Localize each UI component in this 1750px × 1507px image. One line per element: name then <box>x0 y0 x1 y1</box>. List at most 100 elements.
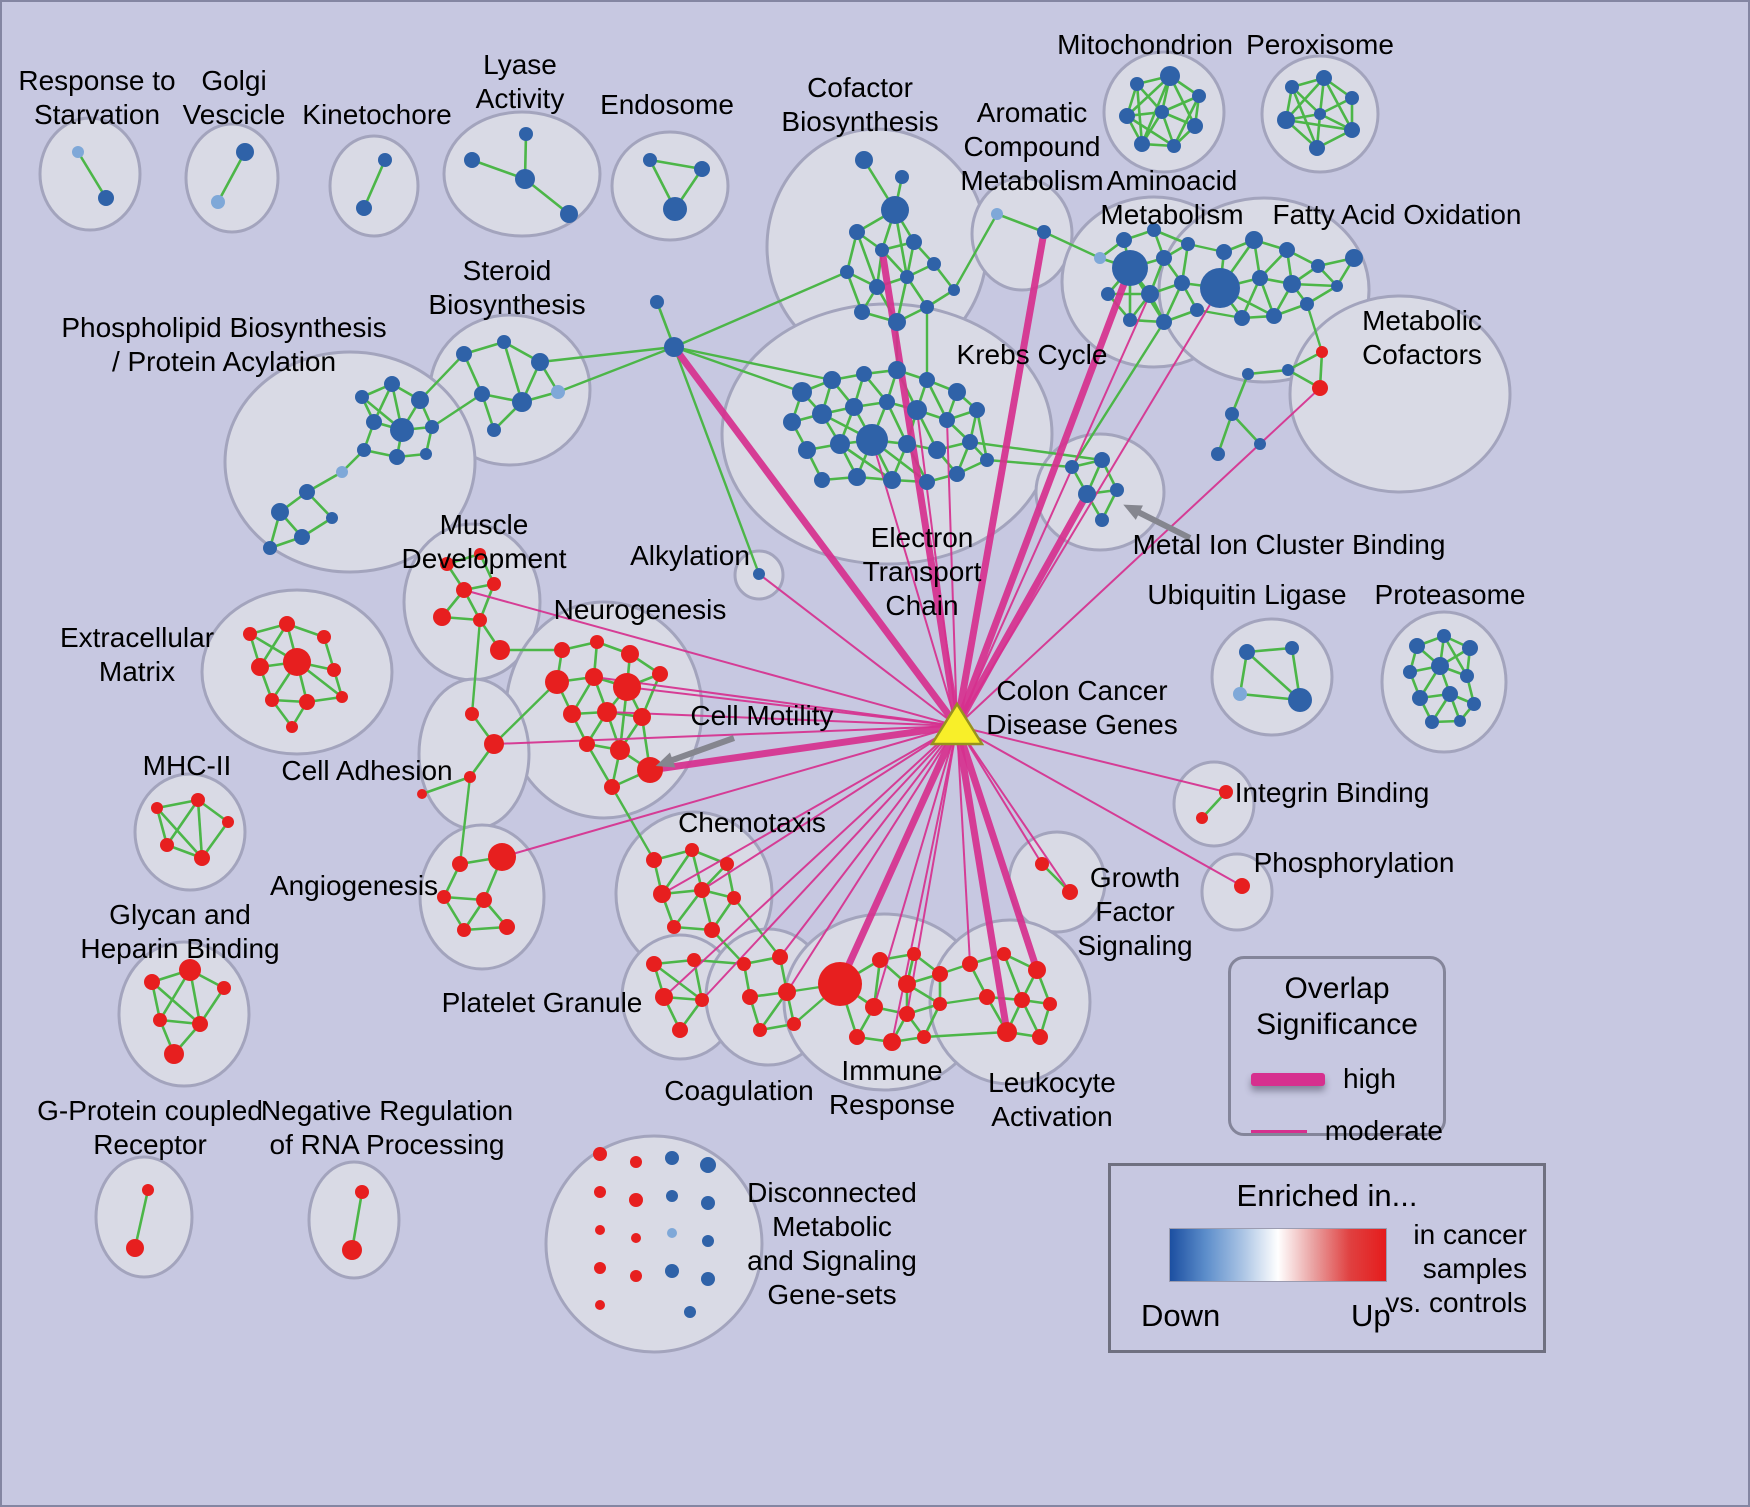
legend-overlap-title: Overlap Significance <box>1231 971 1443 1043</box>
gene-set-node <box>1110 483 1124 497</box>
gene-set-node <box>1283 275 1301 293</box>
overlap-edge-moderate <box>786 725 958 993</box>
cluster-ellipse-negative-regulation-rna <box>307 1160 401 1280</box>
gene-set-node <box>792 382 812 402</box>
gene-set-node <box>595 1300 605 1310</box>
label-chemotaxis: Chemotaxis <box>678 807 826 838</box>
pointer-arrow <box>665 735 736 765</box>
gene-set-node <box>545 670 569 694</box>
overlap-edge-moderate <box>701 725 958 891</box>
gene-set-node <box>772 949 788 965</box>
overlap-edge-moderate <box>661 725 958 895</box>
gene-set-node <box>474 386 490 402</box>
gene-set-node <box>1437 629 1451 643</box>
label-angiogenesis: Angiogenesis <box>270 870 438 901</box>
gene-set-node <box>484 734 504 754</box>
gene-set-node <box>192 1016 208 1032</box>
gene-set-node <box>342 1240 362 1260</box>
gene-set-node <box>356 200 372 216</box>
green-edge-inter <box>610 786 656 861</box>
overlap-edge-high <box>953 724 1041 972</box>
green-edge <box>502 341 524 403</box>
legend-enriched-title: Enriched in... <box>1236 1178 1418 1213</box>
legend-enriched-in: Enriched in... Down Up in cancer samples… <box>1108 1163 1546 1353</box>
gene-set-node <box>499 919 515 935</box>
gene-set-node <box>563 705 581 723</box>
label-ubiquitin-ligase: Ubiquitin Ligase <box>1147 579 1346 610</box>
gene-set-node <box>1309 140 1325 156</box>
cluster-ellipse-aromatic-compound-metabolism <box>970 176 1074 292</box>
overlap-edge-moderate <box>946 419 958 727</box>
gene-set-node <box>1462 640 1478 656</box>
label-krebs-cycle: Krebs Cycle <box>957 339 1108 370</box>
green-edge-inter <box>1070 321 1166 468</box>
gene-set-node <box>812 404 832 424</box>
gene-set-node <box>560 205 578 223</box>
label-alkylation: Alkylation <box>630 540 750 571</box>
gene-set-node <box>933 997 947 1011</box>
gene-set-node <box>1316 70 1332 86</box>
gene-set-node <box>1311 259 1325 273</box>
gene-set-node <box>433 608 451 626</box>
green-edge <box>1002 953 1024 1001</box>
green-edge <box>1285 118 1353 132</box>
gradient-up-label: Up <box>1351 1298 1391 1333</box>
gene-set-node <box>1200 268 1240 308</box>
gene-set-node <box>1134 136 1150 152</box>
pointer-arrowhead <box>1123 504 1143 520</box>
gene-set-node <box>1431 657 1449 675</box>
gene-set-node <box>898 435 916 453</box>
gene-set-node <box>531 353 549 371</box>
overlap-edge-moderate <box>701 725 958 1001</box>
gene-set-node <box>694 161 710 177</box>
gene-set-node <box>98 190 114 206</box>
gene-set-node <box>875 243 889 257</box>
gene-set-node <box>1211 447 1225 461</box>
gene-set-node <box>1095 513 1109 527</box>
green-edge <box>649 158 703 171</box>
gene-set-node <box>487 423 501 437</box>
gene-set-node <box>1312 380 1328 396</box>
gene-set-node <box>667 920 681 934</box>
label-cell-adhesion: Cell Adhesion <box>281 755 452 786</box>
green-edge <box>1230 373 1250 415</box>
gene-set-node <box>317 630 331 644</box>
enrichment-gradient-bar <box>1169 1228 1387 1282</box>
gene-set-node <box>355 1185 369 1199</box>
gene-set-node <box>465 707 479 721</box>
overlap-edge-moderate <box>606 711 958 727</box>
gene-set-node <box>742 989 758 1005</box>
gene-set-node <box>653 885 671 903</box>
gene-set-node <box>326 512 338 524</box>
overlap-edge-high <box>953 725 1011 1033</box>
overlap-edge-moderate <box>956 725 1243 887</box>
green-edge <box>653 962 703 1002</box>
gene-set-node <box>1119 108 1135 124</box>
gene-set-node <box>144 974 160 990</box>
gene-set-node <box>787 1017 801 1031</box>
gene-set-node <box>694 882 710 898</box>
gene-set-node <box>907 947 921 961</box>
gene-set-node <box>1345 249 1363 267</box>
gene-set-node <box>869 279 885 295</box>
gene-set-node <box>464 152 480 168</box>
green-edge <box>996 212 1045 234</box>
gene-set-node <box>554 642 570 658</box>
gene-set-node <box>512 392 532 412</box>
gene-set-node <box>920 300 934 314</box>
label-phosphorylation: Phosphorylation <box>1254 847 1455 878</box>
overlap-edge-moderate <box>956 725 971 965</box>
gene-set-node <box>243 627 257 641</box>
gene-set-node <box>629 1193 643 1207</box>
gene-set-node <box>919 372 935 388</box>
gene-set-node <box>1141 285 1159 303</box>
green-edge <box>1285 77 1325 121</box>
gene-set-node <box>646 956 662 972</box>
gene-set-node <box>898 975 916 993</box>
green-edge <box>76 151 108 199</box>
gene-set-node <box>265 693 279 707</box>
gene-set-node <box>594 1262 606 1274</box>
